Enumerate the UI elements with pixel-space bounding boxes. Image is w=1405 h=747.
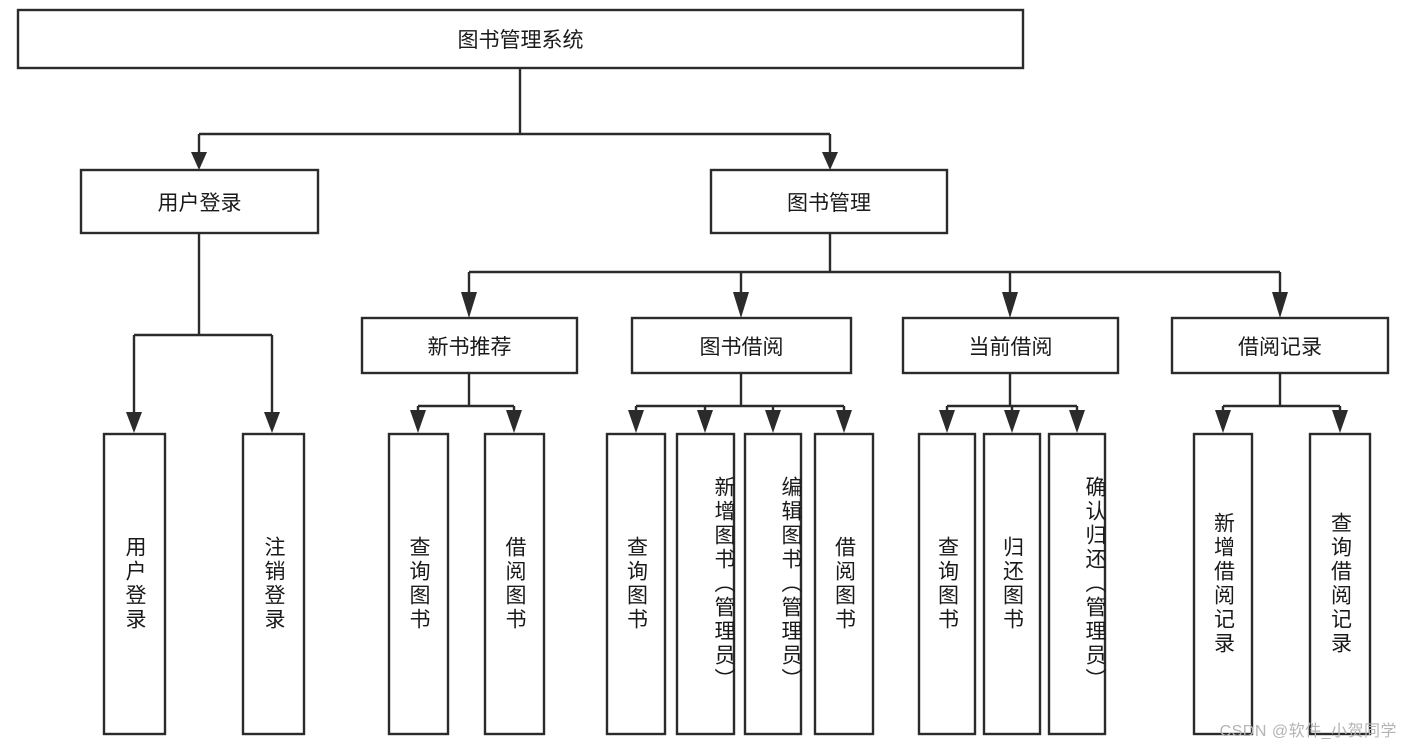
arrow-userlogin-child-1 (126, 412, 142, 433)
connector-group (126, 68, 1348, 433)
arrow-new-child-2 (506, 410, 522, 433)
node-box-new-book-recommend[interactable] (360, 316, 579, 375)
node-box-leaf-borrow-1[interactable] (675, 432, 736, 736)
node-box-leaf-current-2[interactable] (1047, 432, 1107, 736)
node-box-leaf-record-0[interactable] (1192, 432, 1254, 736)
arrow-current-child-3 (1069, 410, 1085, 433)
arrow-bookmgmt-to-current (1002, 292, 1018, 318)
node-box-book-management[interactable] (709, 168, 949, 235)
node-box-current-borrow[interactable] (901, 316, 1120, 375)
node-box-leaf-user-login-0[interactable] (102, 432, 167, 736)
arrow-borrow-child-4 (836, 410, 852, 433)
arrow-borrow-child-3 (765, 410, 781, 433)
node-box-group (16, 8, 1390, 736)
arrow-record-child-2 (1332, 410, 1348, 433)
node-box-leaf-record-1[interactable] (1308, 432, 1372, 736)
arrow-borrow-child-2 (697, 410, 713, 433)
arrow-new-child-1 (410, 410, 426, 433)
node-box-borrow-record[interactable] (1170, 316, 1390, 375)
arrow-bookmgmt-to-new (461, 292, 477, 318)
node-box-leaf-borrow-3[interactable] (813, 432, 875, 736)
node-box-root[interactable] (16, 8, 1025, 70)
node-box-leaf-new-1[interactable] (483, 432, 546, 736)
node-box-leaf-current-1[interactable] (982, 432, 1042, 736)
arrow-userlogin-child-2 (264, 412, 280, 433)
arrow-record-child-1 (1215, 410, 1231, 433)
node-box-leaf-borrow-0[interactable] (605, 432, 667, 736)
node-box-leaf-user-login-1[interactable] (241, 432, 306, 736)
node-box-book-borrow[interactable] (630, 316, 853, 375)
arrow-borrow-child-1 (628, 410, 644, 433)
arrow-root-to-user-login (191, 152, 207, 170)
arrow-current-child-2 (1004, 410, 1020, 433)
arrow-root-to-book-mgmt (822, 152, 838, 170)
arrow-current-child-1 (939, 410, 955, 433)
node-box-leaf-borrow-2[interactable] (743, 432, 803, 736)
arrow-bookmgmt-to-borrow (733, 292, 749, 318)
node-box-leaf-current-0[interactable] (917, 432, 977, 736)
arrow-bookmgmt-to-record (1272, 292, 1288, 318)
watermark-text: CSDN @软件_小贺同学 (1219, 723, 1397, 740)
node-box-user-login[interactable] (79, 168, 320, 235)
node-box-leaf-new-0[interactable] (387, 432, 450, 736)
